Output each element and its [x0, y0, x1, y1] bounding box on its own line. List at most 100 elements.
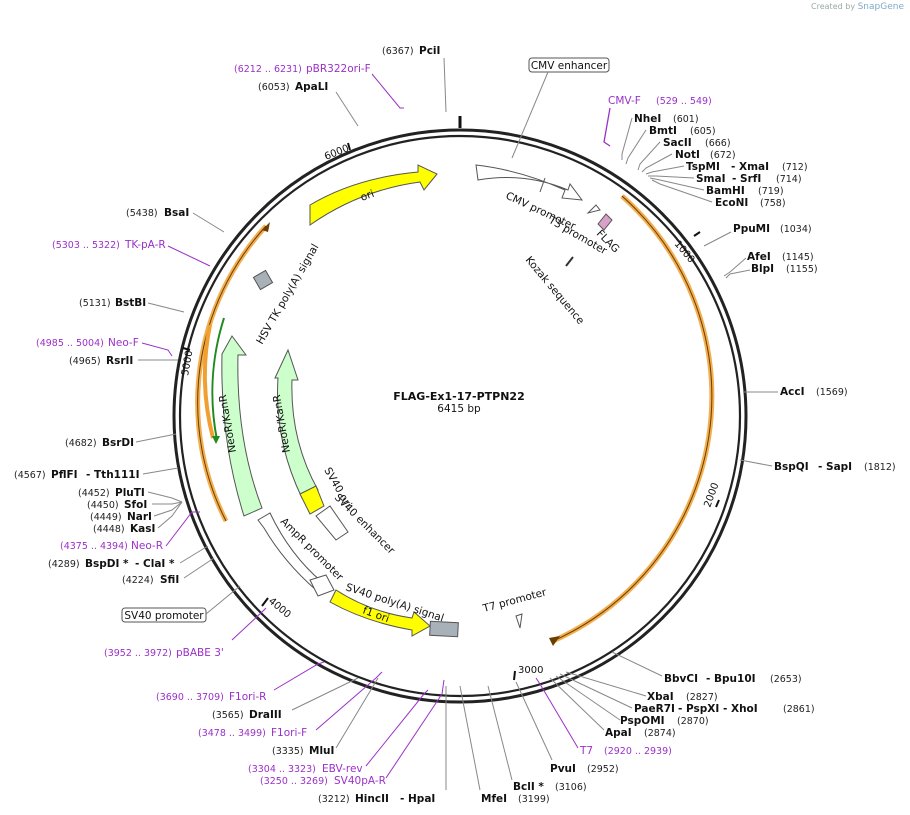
enzyme-bstbi: BstBI [115, 297, 146, 309]
pos-xbai: (2827) [686, 692, 718, 703]
leader-sv40pa-r [385, 679, 445, 779]
pos-t7: (2920 .. 2939) [604, 746, 672, 757]
primer-ebv-rev: EBV-rev [322, 763, 363, 775]
tick-mark-4000 [261, 597, 269, 607]
enzyme-tspmi: TspMI [686, 161, 720, 173]
pos-tk-pa-r: (5303 .. 5322) [52, 240, 120, 251]
leader-pbabe3 [231, 607, 267, 641]
enzyme-apai: ApaI [605, 727, 632, 739]
snapgene-watermark: Created by SnapGene [811, 2, 904, 12]
pos-noti: (672) [710, 150, 736, 161]
t7-promoter-feature [515, 613, 523, 629]
enzyme-bamhi: BamHI [706, 185, 745, 197]
pos-blpi: (1155) [786, 264, 818, 275]
leader-tspmi [645, 165, 685, 175]
left-orange-arc-arrowhead [262, 222, 270, 232]
pos-cmv-f: (529 .. 549) [656, 96, 712, 107]
enzyme-nhei: NheI [634, 113, 661, 125]
backbone-outer-ring [172, 128, 748, 704]
watermark-created-by: Created by [811, 2, 856, 11]
leader-draiii [291, 677, 359, 711]
leader-sfoi [152, 501, 183, 505]
leader-kasi [157, 501, 183, 529]
sv40-promoter-label: SV40 promoter [124, 610, 204, 622]
pos-mfei: (3199) [518, 794, 550, 805]
leader-bsrdi [135, 433, 177, 443]
leader-xbai [565, 671, 647, 697]
leader-pvui [515, 681, 553, 761]
cmv-enhancer-leader [511, 71, 549, 159]
pos-smai: (714) [776, 174, 802, 185]
enzyme-sfii: SfiI [160, 574, 179, 586]
enzyme-pspomi: PspOMI [620, 715, 665, 727]
pos-rsrii: (4965) [69, 356, 101, 367]
leader-mlui [335, 677, 379, 749]
enzyme-blpi: BlpI [751, 263, 774, 275]
primer-cmv-f: CMV-F [608, 95, 641, 107]
leader-tth111i [142, 467, 179, 475]
leader-bsai [192, 212, 225, 233]
cmv-enhancer-label: CMV enhancer [531, 60, 608, 72]
tick-5000: 5000 [180, 350, 195, 377]
pos-econi: (758) [760, 198, 786, 209]
tick-mark-2000 [715, 499, 720, 508]
pos-pflfi: (4567) [14, 470, 46, 481]
primer-tk-pa-r: TK-pA-R [124, 239, 166, 251]
enzyme-apali: ApaLI [295, 81, 328, 93]
f1-ori-label: f1 ori [361, 605, 391, 626]
pos-sfii: (4224) [122, 575, 154, 586]
leader-afei [723, 257, 747, 277]
primer-pbr322ori-f: pBR322ori-F [306, 63, 371, 75]
leader-ppumi [703, 231, 732, 247]
left-orange-arc-line [197, 225, 267, 522]
tick-4000: 4000 [266, 596, 293, 621]
cmv-divider [539, 177, 546, 193]
enzyme-smai: SmaI [696, 173, 726, 185]
pos-hincii: (3212) [318, 794, 350, 805]
leader-blpi [725, 269, 751, 279]
pos-apali: (6053) [258, 82, 290, 93]
leader-bcli [487, 685, 513, 781]
enzyme-bmti: BmtI [649, 125, 677, 137]
ori-label: ori [359, 188, 376, 204]
pos-bspqi: (1812) [864, 462, 896, 473]
leader-noti [641, 153, 673, 173]
plasmid-name: FLAG-Ex1-17-PTPN22 [393, 390, 524, 403]
enzyme-kasi: KasI [130, 523, 155, 535]
enzyme-clai: - ClaI * [135, 558, 175, 570]
hsv-tk-polya-label: HSV TK poly(A) signal [254, 242, 321, 346]
primer-f1ori-r: F1ori-R [229, 691, 266, 703]
leader-f1ori-f [315, 671, 383, 731]
pos-draiii: (3565) [212, 710, 244, 721]
pos-mlui: (3335) [272, 746, 304, 757]
leader-nari [153, 501, 183, 517]
leader-bbvci [611, 651, 663, 677]
flag-feature [597, 213, 613, 231]
tick-2000: 2000 [702, 481, 721, 509]
enzyme-mlui: MluI [309, 745, 334, 757]
enzyme-bsrdi: BsrDI [102, 437, 134, 449]
ori-feature [309, 164, 438, 226]
primer-pbabe3: pBABE 3' [176, 647, 224, 659]
leader-bstbi [147, 302, 185, 313]
pos-pspomi: (2870) [677, 716, 709, 727]
leader-pbr322ori-f [371, 73, 404, 109]
backbone-inner-ring [178, 134, 742, 698]
primer-neo-f: Neo-F [108, 337, 139, 349]
pos-bsai: (5438) [126, 208, 158, 219]
primer-sv40pa-r: SV40pA-R [334, 775, 386, 787]
leader-neo-r [165, 511, 200, 547]
enzyme-hincii: HincII [355, 793, 389, 805]
leader-tk-pa-r [167, 245, 211, 267]
pos-neo-r: (4375 .. 4394) [60, 541, 128, 552]
pos-pbr322ori-f: (6212 .. 6231) [234, 64, 302, 75]
tick-mark-5000 [182, 347, 191, 351]
t3-promoter-feature [586, 204, 601, 214]
enzyme-pluti: PluTI [115, 487, 145, 499]
enzyme-afei: AfeI [747, 251, 771, 263]
pos-ebv-rev: (3304 .. 3323) [248, 764, 316, 775]
leader-ebv-rev [365, 689, 429, 767]
tick-mark-1000 [693, 231, 701, 237]
enzyme-bsai: BsaI [164, 207, 189, 219]
enzyme-acci: AccI [780, 386, 804, 398]
